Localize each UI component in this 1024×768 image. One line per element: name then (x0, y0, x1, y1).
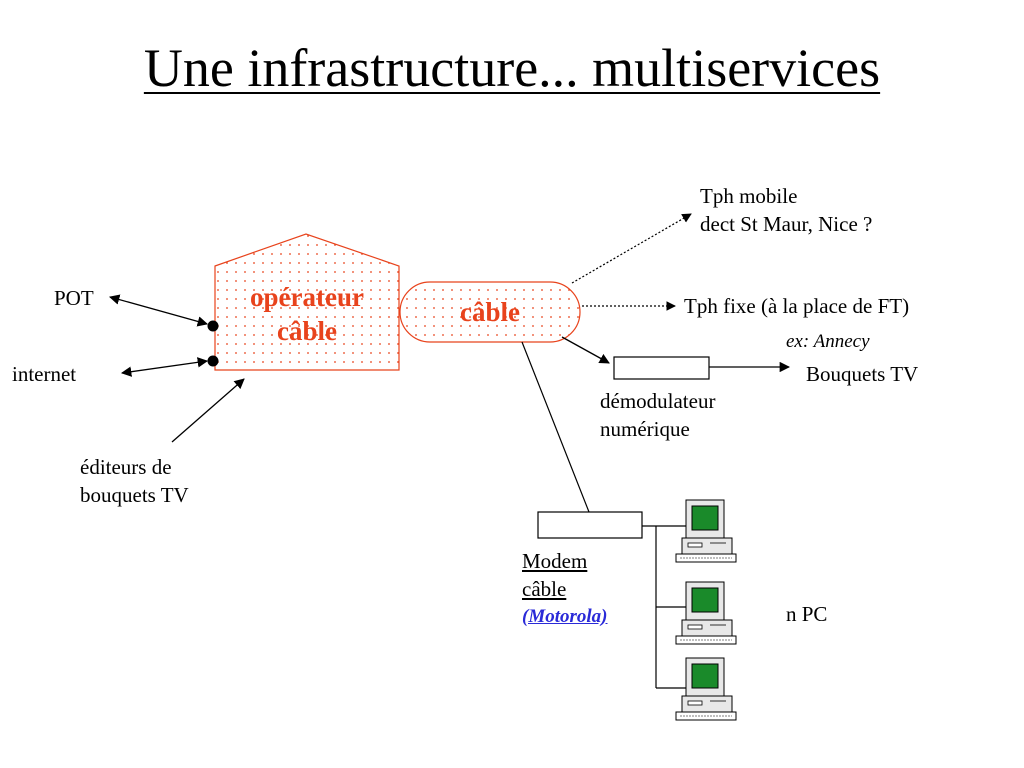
cable-shape (399, 281, 581, 343)
pot-link (108, 294, 209, 327)
cable-label: câble (460, 297, 520, 327)
modem-label-line1: Modem (522, 549, 588, 573)
editeurs-label: éditeurs de bouquets TV (80, 453, 189, 509)
operateur-label: opérateur câble (215, 280, 399, 348)
operateur-label-line2: câble (277, 316, 337, 346)
tph-mobile-label: Tph mobile dect St Maur, Nice ? (700, 182, 872, 238)
pc-icon (675, 499, 737, 563)
demodulateur-box (613, 356, 710, 380)
demodulateur-label-line2: numérique (600, 417, 690, 441)
internet-label: internet (12, 362, 77, 386)
modem-label: Modem câble (Motorola) (522, 547, 608, 631)
bouquets-tv-label: Bouquets TV (806, 362, 919, 386)
demodulateur-label: démodulateur numérique (600, 387, 715, 443)
tph-fixe-label: Tph fixe (à la place de FT) (684, 294, 910, 318)
pot-label: POT (54, 286, 94, 310)
operateur-shape (214, 233, 400, 371)
pc-icon (675, 581, 737, 645)
tph-mobile-label-line1: Tph mobile (700, 184, 798, 208)
internet-link (120, 357, 209, 377)
editeurs-label-line2: bouquets TV (80, 483, 189, 507)
tph-mobile-link (571, 213, 692, 284)
demodulateur-label-line1: démodulateur (600, 389, 716, 413)
n-pc-label: n PC (786, 602, 828, 626)
internet-connector-dot (207, 355, 219, 367)
modem-label-line2: câble (522, 577, 567, 601)
operateur-label-line1: opérateur (250, 282, 364, 312)
modem-brand-link[interactable]: (Motorola) (522, 606, 608, 627)
example-label: ex: Annecy (786, 331, 870, 352)
pc-icon (675, 657, 737, 721)
tph-mobile-label-line2: dect St Maur, Nice ? (700, 212, 873, 236)
editeurs-label-line1: éditeurs de (80, 455, 172, 479)
modem-box (537, 511, 643, 539)
modem-link (521, 341, 590, 513)
editeurs-link (171, 378, 245, 443)
page-title: Une infrastructure... multiservices (143, 38, 881, 98)
pot-connector-dot (207, 320, 219, 332)
demodulateur-link (561, 336, 610, 364)
